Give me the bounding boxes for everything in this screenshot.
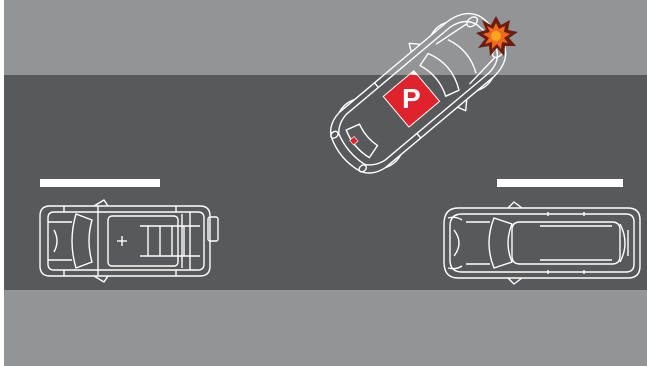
footpath-top xyxy=(4,0,647,75)
lane-marking-left xyxy=(40,179,160,187)
p-plate-letter: P xyxy=(402,83,421,114)
footpath-bottom xyxy=(4,290,647,366)
lane-marking-right xyxy=(497,179,623,187)
